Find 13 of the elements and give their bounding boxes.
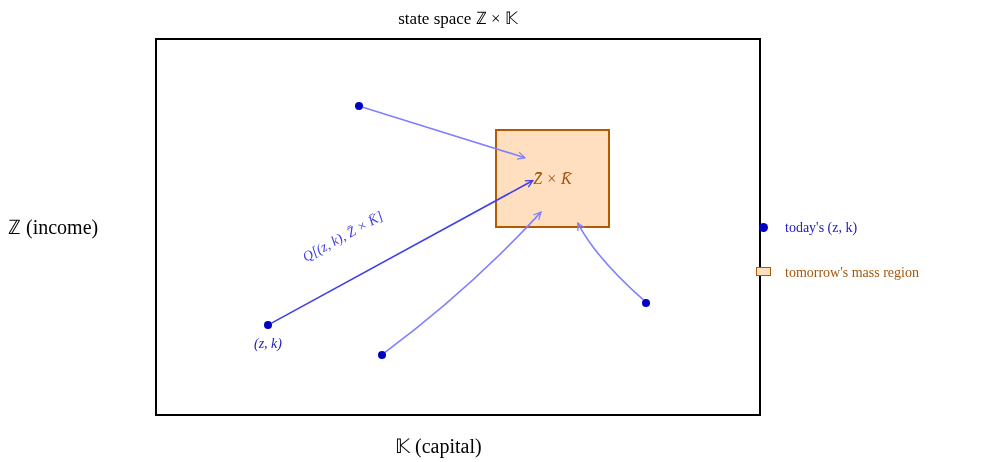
arrow [270, 179, 534, 324]
frame-title: state space ℤ × 𝕂 [397, 8, 519, 30]
edge-label: Q[(z, k), Z̄ × K̄] [298, 207, 387, 267]
state-label: (z, k) [253, 335, 283, 353]
axis-label: 𝕂 (capital) [395, 434, 482, 460]
axis-label: ℤ (income) [8, 215, 99, 241]
arrow [577, 222, 645, 301]
legend-text: tomorrow's mass region [785, 264, 919, 282]
region-label: Z̄ × K̄ [533, 168, 572, 189]
mass-region-box [495, 129, 610, 228]
arrow [362, 106, 526, 160]
legend-text: today's (z, k) [785, 219, 858, 237]
arrow [384, 211, 542, 354]
